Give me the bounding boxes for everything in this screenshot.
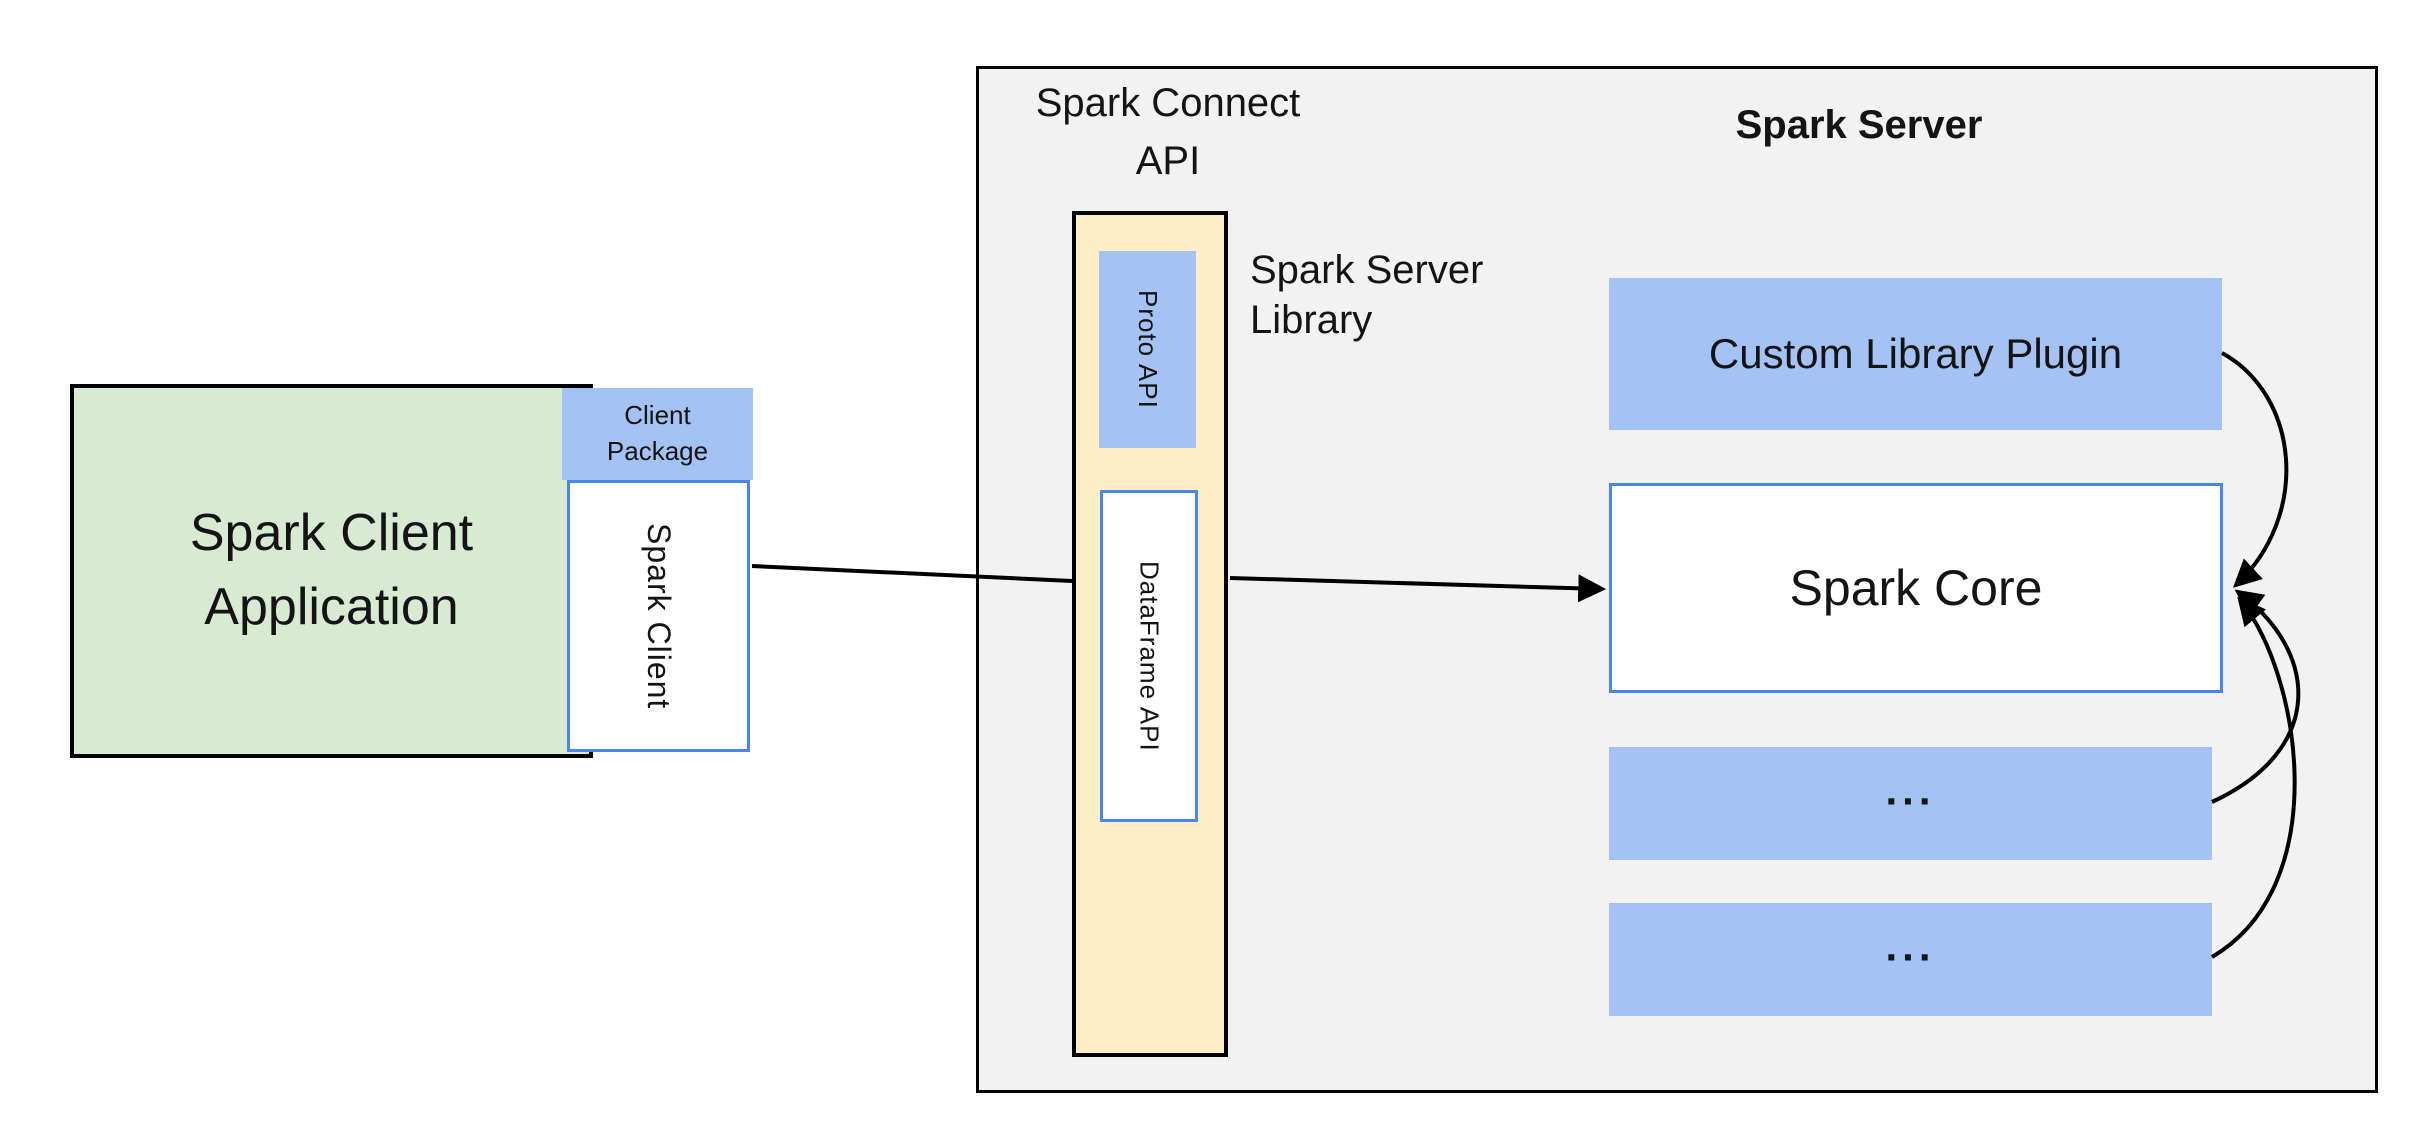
spark-server-library-label: Spark Server Library <box>1250 248 1484 342</box>
dataframe-api-label: DataFrame API <box>1134 560 1165 752</box>
spark-core-label: Spark Core <box>1789 560 2043 616</box>
spark-core-box: Spark Core <box>1609 483 2223 693</box>
spark-connect-api-label: Spark Connect API <box>1035 81 1301 183</box>
custom-library-plugin-label: Custom Library Plugin <box>1708 330 2123 377</box>
module-box-2: ... <box>1609 903 2212 1016</box>
proto-api-label: Proto API <box>1133 290 1163 409</box>
module-1-ellipsis-label: ... <box>1885 766 1936 814</box>
client-package-box: Client Package <box>562 388 753 480</box>
proto-api-box: Proto API <box>1099 251 1196 448</box>
spark-client-application-label: Spark Client Application <box>189 504 474 636</box>
custom-library-plugin-box: Custom Library Plugin <box>1609 278 2222 430</box>
spark-client-application-box: Spark Client Application <box>70 384 593 758</box>
client-package-label: Client Package <box>606 400 709 466</box>
spark-server-title: Spark Server <box>1735 103 1983 147</box>
spark-client-box: Spark Client <box>567 480 750 752</box>
dataframe-api-box: DataFrame API <box>1100 490 1198 822</box>
module-box-1: ... <box>1609 747 2212 860</box>
spark-client-label: Spark Client <box>641 522 677 710</box>
module-2-ellipsis-label: ... <box>1885 922 1936 970</box>
